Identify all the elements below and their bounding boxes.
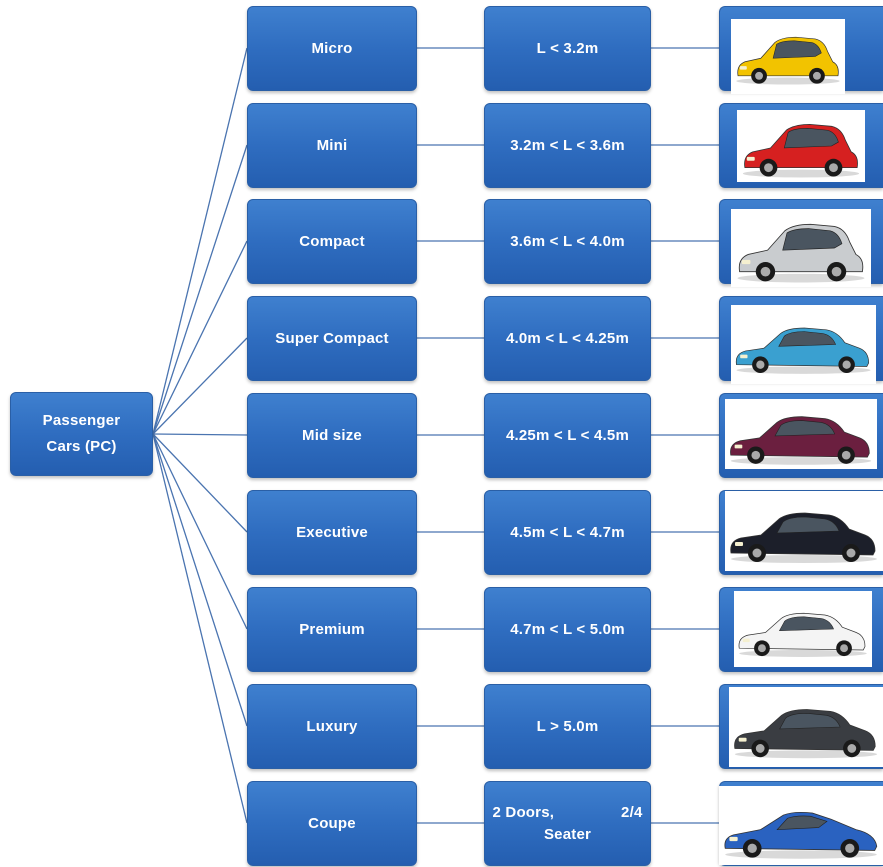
- car-sedan-icon: [729, 687, 883, 767]
- category-node-luxury: Luxury: [247, 684, 417, 769]
- category-node-coupe: Coupe: [247, 781, 417, 866]
- length-node-coupe: 2 Doors, 2/4 Seater: [484, 781, 651, 866]
- root-connector: [152, 144, 248, 435]
- category-node-compact: Compact: [247, 199, 417, 284]
- root-label-line2: Cars (PC): [46, 438, 117, 455]
- root-connector: [152, 337, 248, 435]
- coupe-spec-seats: 2/4: [621, 803, 643, 821]
- length-node-mini: 3.2m < L < 3.6m: [484, 103, 651, 188]
- length-node-executive: 4.5m < L < 4.7m: [484, 490, 651, 575]
- length-node-luxury: L > 5.0m: [484, 684, 651, 769]
- root-connector: [152, 433, 248, 824]
- category-node-super-compact: Super Compact: [247, 296, 417, 381]
- root-connector: [152, 433, 248, 436]
- root-connector: [152, 47, 248, 435]
- coupe-spec-seater: Seater: [543, 825, 592, 843]
- length-node-compact: 3.6m < L < 4.0m: [484, 199, 651, 284]
- length-node-premium: 4.7m < L < 5.0m: [484, 587, 651, 672]
- car-hatchback-icon: [737, 110, 865, 182]
- root-connector: [152, 433, 248, 727]
- car-sedan-icon: [731, 305, 876, 384]
- coupe-spec-doors: 2 Doors,: [492, 803, 555, 821]
- car-sedan-icon: [734, 591, 872, 667]
- category-node-executive: Executive: [247, 490, 417, 575]
- root-connector: [152, 433, 248, 630]
- category-node-mini: Mini: [247, 103, 417, 188]
- car-sedan-icon: [725, 399, 877, 469]
- root-node: Passenger Cars (PC): [10, 392, 153, 476]
- category-node-mid-size: Mid size: [247, 393, 417, 478]
- car-coupe-icon: [719, 786, 883, 865]
- category-node-micro: Micro: [247, 6, 417, 91]
- car-hatchback-icon: [731, 19, 845, 94]
- root-connector: [152, 240, 248, 435]
- length-node-micro: L < 3.2m: [484, 6, 651, 91]
- length-node-super-compact: 4.0m < L < 4.25m: [484, 296, 651, 381]
- car-sedan-icon: [725, 491, 883, 571]
- category-node-premium: Premium: [247, 587, 417, 672]
- root-connector: [152, 433, 248, 533]
- length-node-mid-size: 4.25m < L < 4.5m: [484, 393, 651, 478]
- root-label-line1: Passenger: [42, 412, 121, 429]
- car-hatchback-icon: [731, 209, 871, 287]
